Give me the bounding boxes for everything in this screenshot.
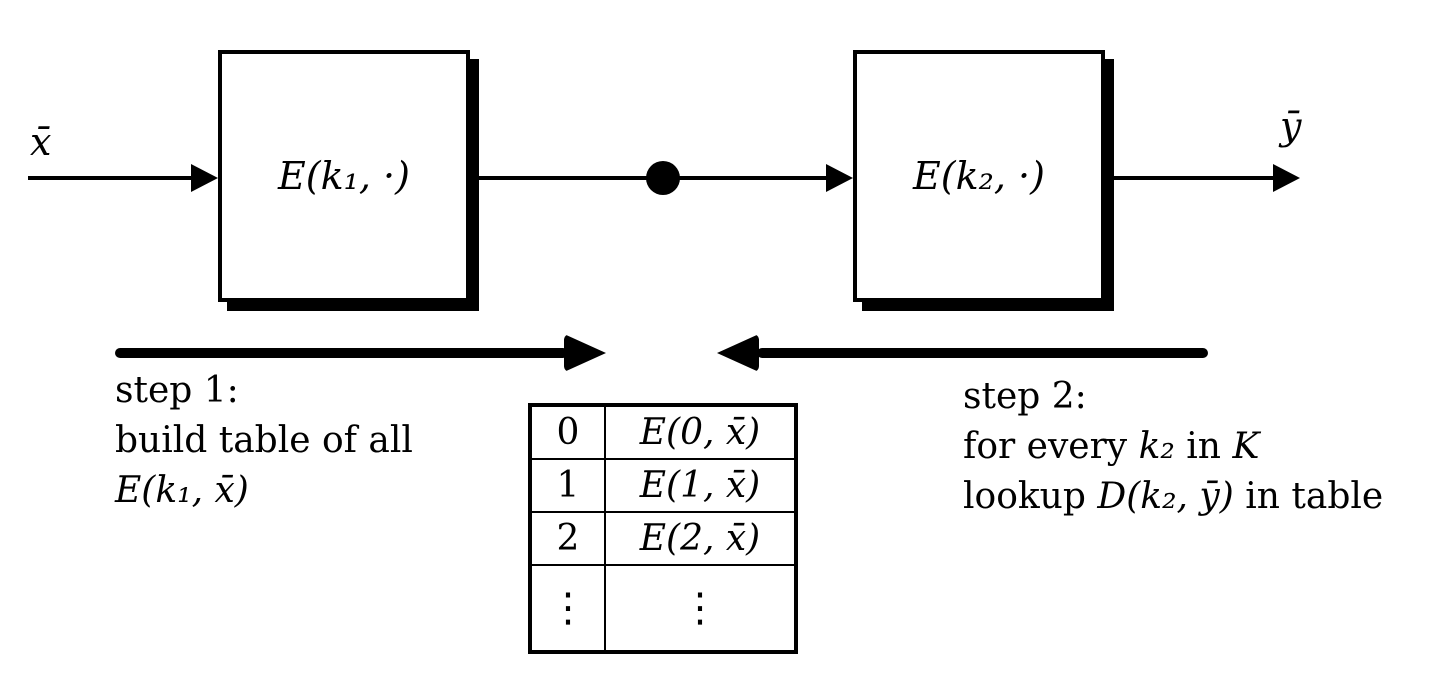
step2-line3: lookup D(k₂, ȳ) in table (963, 472, 1383, 522)
key-cell: 1 (529, 458, 606, 513)
step2-line2: for every k₂ in K (963, 422, 1383, 472)
table-row: 2 E(2, x̄) (529, 511, 797, 566)
step2-arrow-shaft (757, 348, 1208, 358)
step2-line2-text: for every (963, 426, 1139, 467)
encrypt-box-2: E(k₂, ·) (853, 50, 1105, 302)
table-row: 1 E(1, x̄) (529, 458, 797, 513)
key-cell: 0 (529, 404, 606, 460)
step1-line1: step 1: (115, 370, 239, 411)
value-cell: E(2, x̄) (604, 511, 797, 566)
step1-line2: build table of all (115, 420, 413, 461)
output-label-ybar: ȳ (1280, 104, 1302, 148)
input-wire (28, 176, 192, 180)
step2-line1: step 2: (963, 376, 1087, 417)
middle-arrowhead-icon (826, 164, 853, 192)
step2-annotation: step 2: for every k₂ in K lookup D(k₂, ȳ… (963, 372, 1383, 522)
junction-dot-icon (646, 161, 680, 195)
key-cell: 2 (529, 511, 606, 566)
step2-line3-formula: D(k₂, ȳ) (1097, 476, 1234, 517)
encrypt-box-2-label: E(k₂, ·) (913, 154, 1045, 198)
value-cell: E(1, x̄) (604, 458, 797, 513)
step1-annotation: step 1: build table of all E(k₁, x̄) (115, 366, 413, 516)
step2-arrowhead-icon (717, 334, 759, 372)
value-cell: E(0, x̄) (604, 404, 797, 460)
key-cell-vdots-icon: ⋮ (529, 564, 606, 653)
output-arrowhead-icon (1273, 164, 1300, 192)
input-arrowhead-icon (191, 164, 218, 192)
ciphertext-lookup-table: 0 E(0, x̄) 1 E(1, x̄) 2 E(2, x̄) ⋮ ⋮ (528, 403, 798, 654)
encrypt-box-1-label: E(k₁, ·) (278, 154, 410, 198)
step2-line3-text: lookup (963, 476, 1098, 517)
input-label-xbar: x̄ (30, 120, 52, 164)
output-wire (1105, 176, 1273, 180)
step1-line3-formula: E(k₁, x̄) (115, 470, 249, 511)
step2-line2-k2: k₂ (1138, 426, 1175, 467)
step2-line2-in: in (1174, 426, 1233, 467)
table-row: 0 E(0, x̄) (529, 404, 797, 460)
step2-line3-suffix: in table (1233, 476, 1384, 517)
step1-arrowhead-icon (564, 334, 606, 372)
step1-arrow-shaft (115, 348, 568, 358)
value-cell-vdots-icon: ⋮ (604, 564, 797, 653)
encrypt-box-1: E(k₁, ·) (218, 50, 470, 302)
table-row-ellipsis: ⋮ ⋮ (529, 564, 797, 653)
step2-line2-keyspace-script-K: K (1232, 426, 1260, 467)
